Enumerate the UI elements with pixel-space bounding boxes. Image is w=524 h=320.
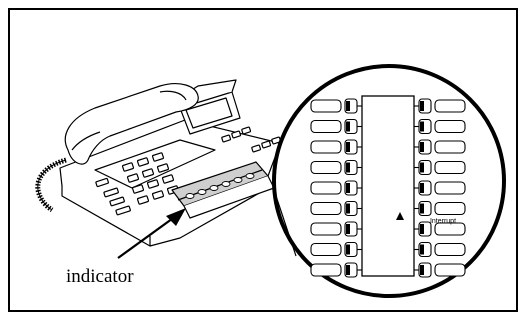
right-key-led (420, 142, 424, 152)
right-key-led (420, 183, 424, 193)
right-key-led (420, 122, 424, 132)
left-key-label-box (311, 203, 341, 215)
right-key-led (420, 224, 424, 234)
left-key-label-box (311, 121, 341, 133)
left-key-led (346, 183, 350, 193)
left-key-label-box (311, 162, 341, 174)
right-key-label-box (435, 203, 465, 215)
right-key-led (420, 101, 424, 111)
right-key-label-box (435, 162, 465, 174)
interrupt-key-label: Interrupt (427, 218, 459, 225)
right-key-label-box (435, 264, 465, 276)
right-key-led (420, 163, 424, 173)
left-key-led (346, 224, 350, 234)
right-key-label-box (435, 141, 465, 153)
left-key-label-box (311, 244, 341, 256)
right-key-label-box (435, 244, 465, 256)
designation-card (362, 96, 414, 276)
left-key-led (346, 122, 350, 132)
left-key-label-box (311, 100, 341, 112)
left-key-led (346, 245, 350, 255)
left-key-label-box (311, 223, 341, 235)
right-key-led (420, 265, 424, 275)
right-key-led (420, 245, 424, 255)
indicator-label: indicator (66, 266, 134, 288)
left-key-led (346, 163, 350, 173)
right-key-led (420, 204, 424, 214)
zoom-circle (268, 66, 504, 296)
left-key-led (346, 204, 350, 214)
left-key-label-box (311, 264, 341, 276)
right-key-label-box (435, 100, 465, 112)
left-key-led (346, 265, 350, 275)
left-key-led (346, 142, 350, 152)
right-key-label-box (435, 121, 465, 133)
left-key-label-box (311, 182, 341, 194)
left-key-led (346, 101, 350, 111)
right-key-label-box (435, 182, 465, 194)
left-key-label-box (311, 141, 341, 153)
